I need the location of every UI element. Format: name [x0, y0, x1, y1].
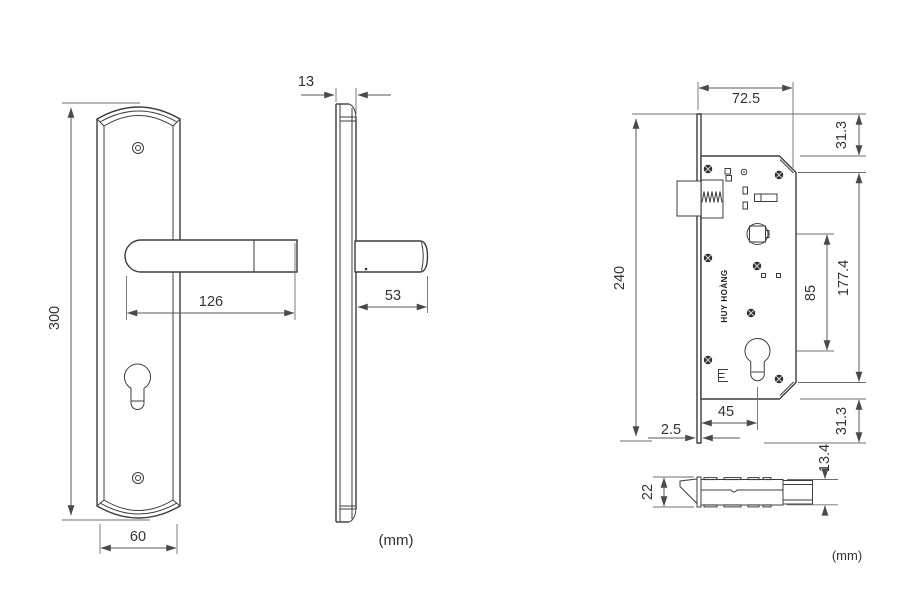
brand-stamp: HUY HOÀNG	[720, 269, 729, 322]
handle-side-cap-line	[421, 242, 424, 271]
dim-label-handle-projection: 53	[385, 288, 401, 304]
latch-bevel-head	[679, 478, 698, 505]
units-label-left: (mm)	[379, 532, 414, 549]
plate-corner-line	[96, 118, 105, 127]
dim-label-plate-height: 300	[47, 306, 63, 330]
internal-pin-dot	[743, 171, 745, 173]
dim-label-handle-length: 126	[199, 294, 223, 310]
cylinder-hole	[744, 337, 771, 382]
front-view: 300 126 60	[47, 102, 298, 554]
cylinder-keyhole	[124, 363, 151, 410]
handle-front	[124, 239, 298, 273]
plate-profile-top-chamfer	[348, 103, 357, 118]
screw-icon	[703, 355, 713, 365]
screw-hole-bottom-inner	[135, 475, 141, 481]
screw-icon	[746, 308, 756, 318]
latch-serrations	[703, 477, 772, 508]
case-chamfer-line	[779, 381, 794, 396]
case-screws	[703, 164, 784, 384]
dim-label-body-height: 177.4	[836, 260, 852, 296]
plate-corner-line	[172, 118, 181, 127]
dim-label-backset: 45	[718, 404, 734, 420]
plate-profile-bottom-chamfer	[348, 508, 357, 523]
dim-label-faceplate-height: 240	[612, 266, 628, 290]
plate-corner-line	[96, 499, 105, 507]
plate-bevel-bottom	[99, 502, 178, 515]
plate-bevel-top	[99, 110, 178, 123]
internal-slot	[742, 186, 748, 195]
latch-bolt	[676, 180, 702, 217]
dim-label-spindle-to-cylinder: 85	[803, 285, 819, 301]
dim-label-faceplate-width: 22	[640, 484, 656, 500]
lock-body-view: HUY HOÀNG 72.5 31.3 177.4 31.3 85 240 45…	[612, 82, 866, 444]
screw-hole-top-inner	[135, 145, 141, 151]
internal-pin	[740, 168, 748, 176]
handle-side	[354, 240, 429, 273]
latch-housing	[700, 179, 724, 219]
latch-midline	[701, 489, 783, 493]
screw-icon	[703, 164, 713, 174]
handle-set-screw-dot	[364, 267, 368, 271]
screw-hole-top	[132, 142, 144, 154]
latch-spring	[701, 191, 723, 203]
internal-tab	[725, 175, 732, 182]
case-chamfer-line	[779, 159, 794, 174]
dim-label-bottom-offset: 31.3	[834, 407, 850, 435]
dim-label-thickness: 13	[298, 74, 314, 90]
screw-icon	[774, 170, 784, 180]
internal-tab	[776, 273, 781, 278]
screw-icon	[752, 261, 762, 271]
screw-icon	[703, 253, 713, 263]
internal-bracket	[718, 369, 728, 382]
internal-tab	[724, 168, 731, 175]
units-label-right: (mm)	[832, 548, 862, 563]
dim-label-plate-width: 60	[130, 529, 146, 545]
spindle-follower-circle	[746, 223, 769, 245]
spindle-follower-notch	[765, 230, 770, 238]
internal-tab	[761, 273, 766, 278]
dim-label-top-offset: 31.3	[834, 121, 850, 149]
side-view: 13 53 (mm)	[298, 74, 429, 549]
dim-label-body-width: 72.5	[732, 91, 760, 107]
screw-hole-bottom	[132, 472, 144, 484]
latch-body-top-view	[700, 479, 784, 506]
lock-case	[700, 155, 797, 400]
latch-tail	[782, 480, 813, 505]
latch-top-view: 22 13.4 (mm)	[640, 444, 862, 563]
dim-label-faceplate-thickness: 2.5	[661, 422, 681, 438]
screw-icon	[774, 374, 784, 384]
deadbolt-slider	[754, 193, 778, 202]
plate-corner-line	[172, 499, 181, 507]
dim-label-latch-thickness: 13.4	[817, 444, 833, 472]
internal-slot	[742, 201, 748, 210]
faceplate-section	[696, 476, 702, 508]
